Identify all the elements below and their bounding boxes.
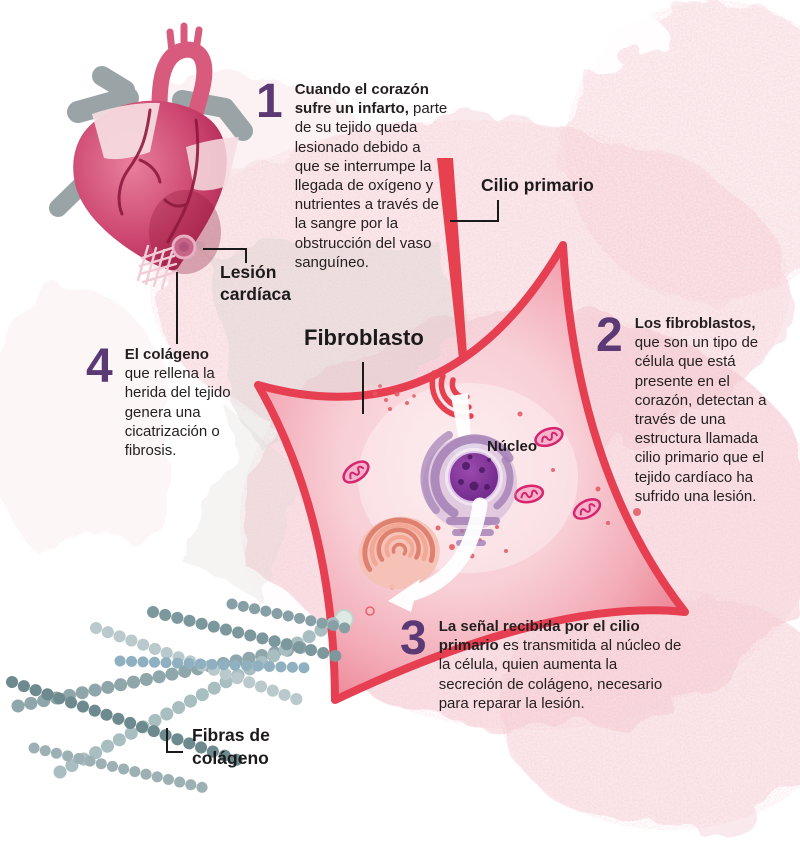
- step-4-number: 4: [86, 340, 113, 393]
- step-4-body: que rellena la herida del tejido genera …: [124, 365, 231, 459]
- step-1: 1 Cuando el corazón sufre un infarto, pa…: [256, 75, 448, 272]
- step-4-text: El colágeno que rellena la herida del te…: [125, 345, 238, 460]
- step-2-lead: Los fibroblastos,: [634, 315, 756, 332]
- step-1-number: 1: [256, 75, 283, 128]
- step-4-lead: El colágeno: [124, 346, 209, 363]
- golgi-apparatus: [358, 516, 440, 590]
- heart-lesion-label: Lesión cardíaca: [220, 262, 292, 304]
- fibers-connector: [166, 728, 183, 753]
- heart-illustration: [49, 22, 253, 290]
- lesion-connector: [203, 248, 247, 263]
- step-4: 4 El colágeno que rellena la herida del …: [86, 340, 238, 460]
- heart-dark-patch: [149, 190, 221, 274]
- step-2: 2 Los fibroblastos, que son un tipo de c…: [596, 309, 775, 506]
- step-3-lead: La señal recibida por el cilio primario: [438, 618, 640, 655]
- step-3-number: 3: [400, 612, 427, 665]
- primary-cilium-label: Cilio primario: [481, 175, 594, 195]
- cilium-connector: [450, 200, 499, 222]
- step-3-body: es transmitida al núcleo de la célula, q…: [438, 637, 682, 712]
- step-2-body: que son un tipo de célula que está prese…: [634, 334, 767, 505]
- nucleus-label: Núcleo: [487, 438, 538, 455]
- step-1-text: Cuando el corazón sufre un infarto, part…: [295, 80, 448, 272]
- fibroblast-label: Fibroblasto: [304, 325, 424, 350]
- nucleus: [445, 448, 503, 506]
- connector-lines: [166, 200, 499, 753]
- coronary-arteries: [117, 108, 200, 244]
- primary-cilium: [437, 158, 469, 386]
- step-1-lead: Cuando el corazón sufre un infarto,: [294, 81, 429, 118]
- step-3-text: La señal recibida por el cilio primario …: [439, 617, 682, 713]
- collagen-fibers-label: Fibras de colágeno: [192, 725, 270, 768]
- collagen-fibers: [6, 598, 351, 794]
- lesion-mark: [136, 234, 197, 290]
- nucleus-spots: [458, 454, 491, 491]
- step-1-body: parte de su tejido queda lesionado debid…: [294, 100, 448, 271]
- secretion-arrow: [388, 497, 488, 612]
- step-2-text: Los fibroblastos, que son un tipo de cél…: [635, 314, 775, 506]
- aorta: [151, 22, 213, 128]
- step-2-number: 2: [596, 309, 623, 362]
- step-3: 3 La señal recibida por el cilio primari…: [400, 612, 682, 713]
